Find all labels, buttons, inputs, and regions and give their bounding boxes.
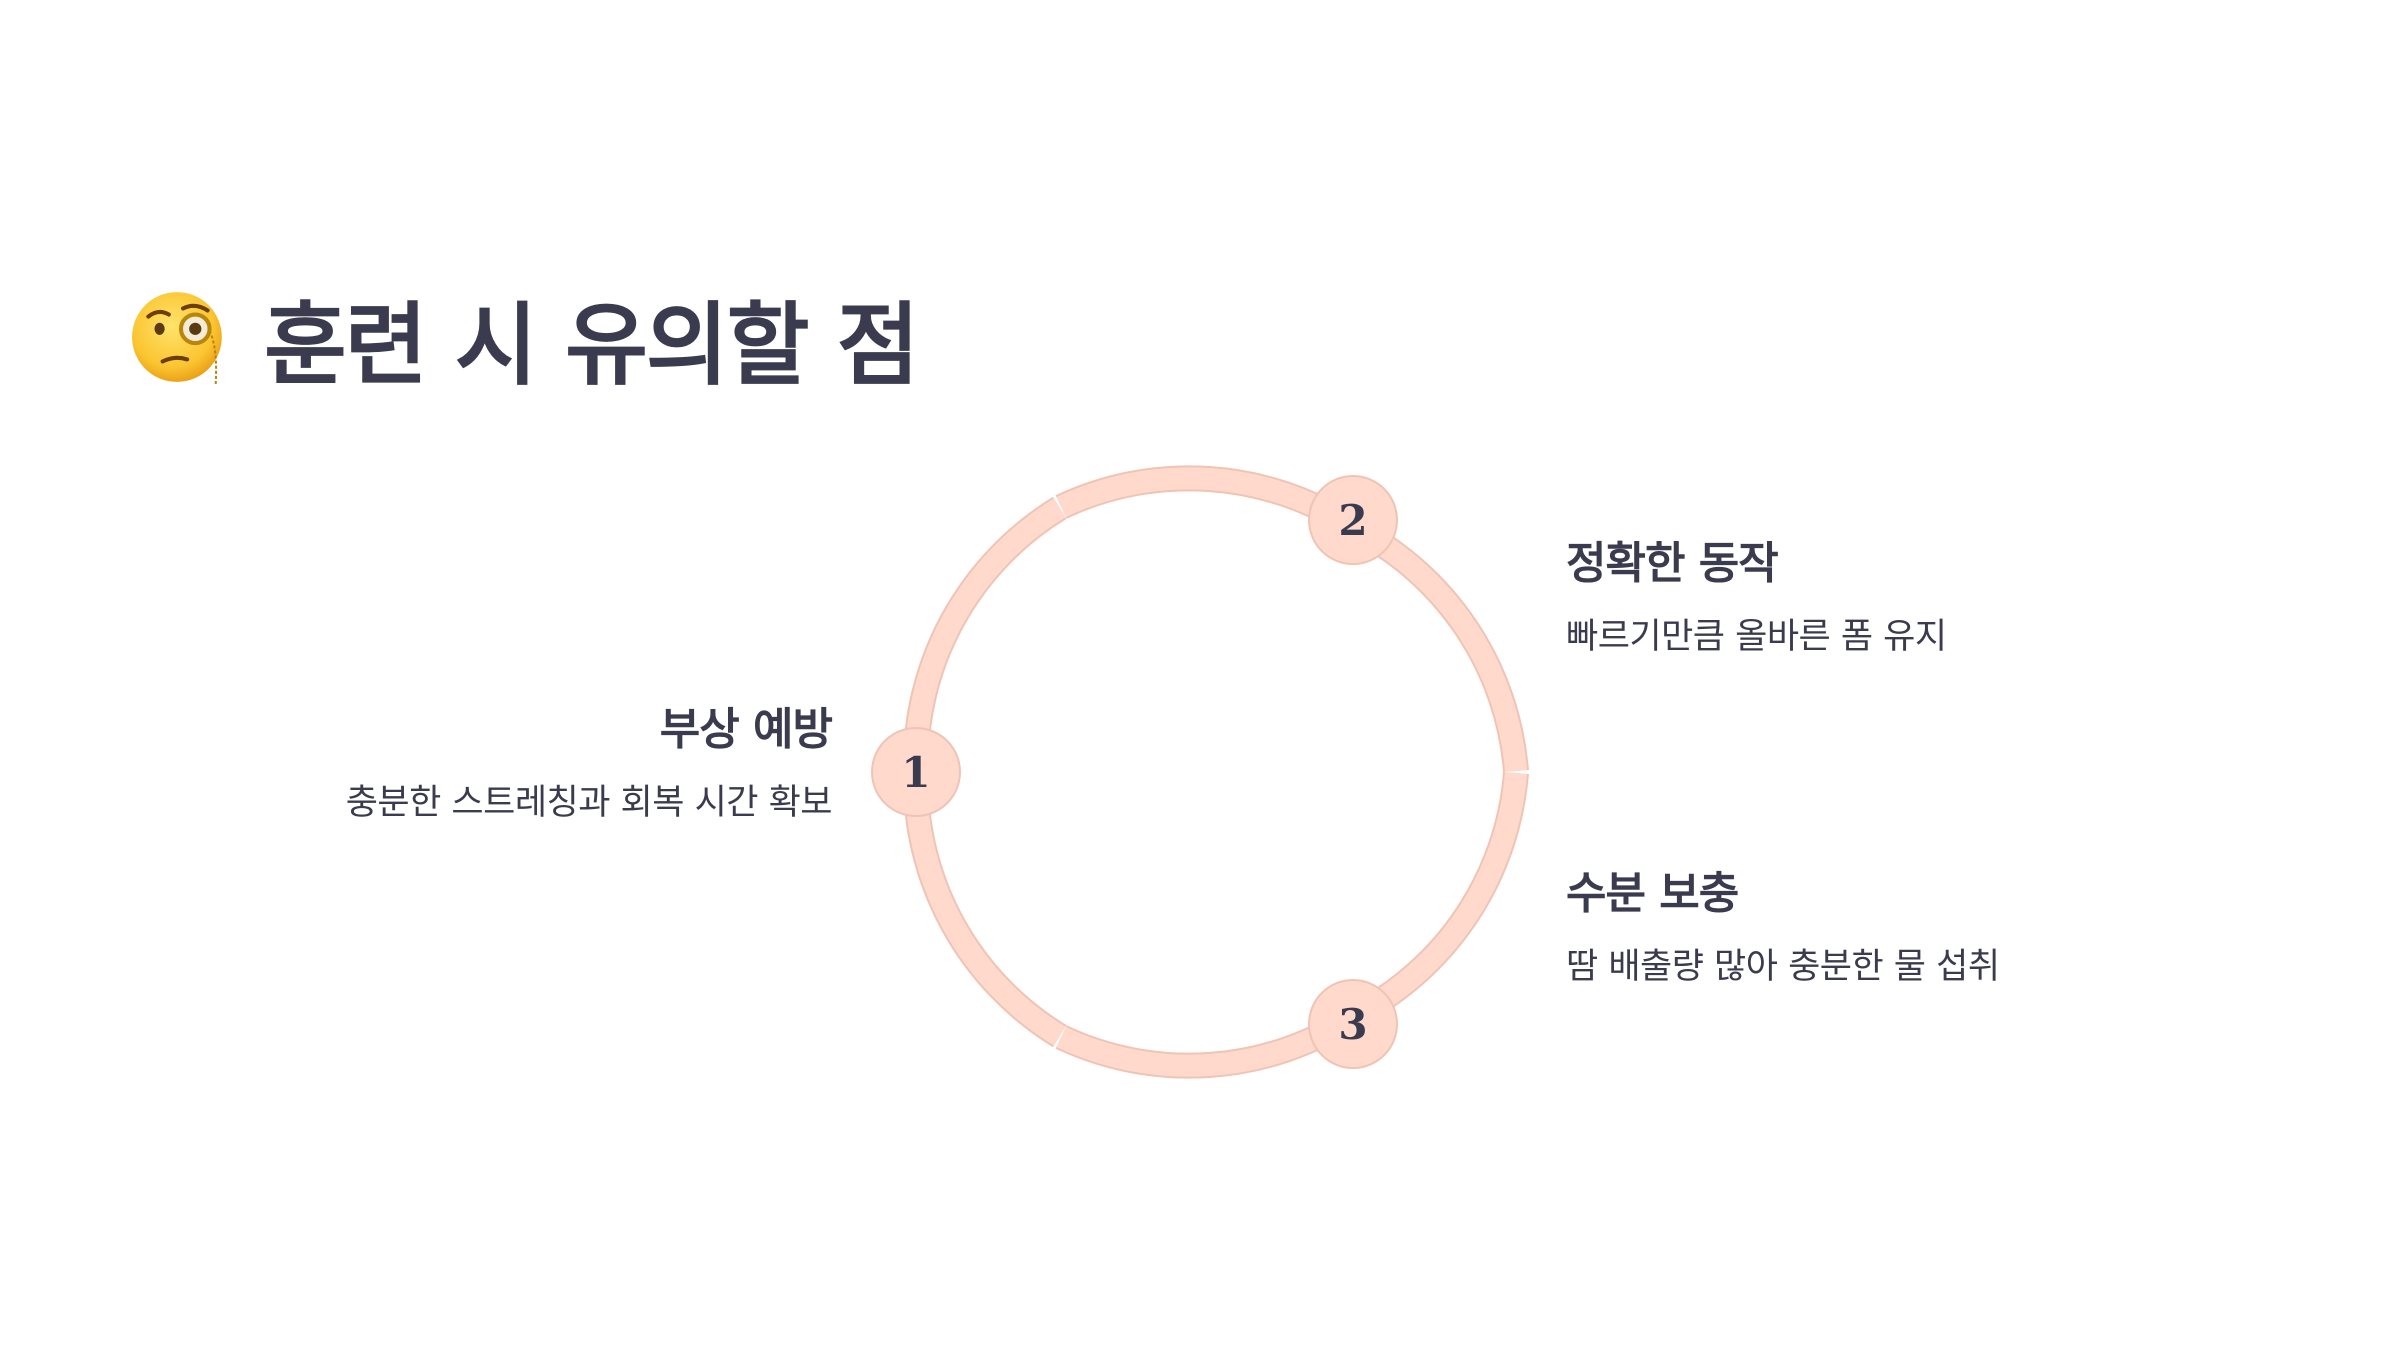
step-number-2: 2 [1338,496,1367,545]
page-title: 훈련 시 유의할 점 [264,293,920,398]
step-badge-1: 1 [871,727,961,817]
step-3-description: 땀 배출량 많아 충분한 물 섭취 [1566,947,2000,987]
step-1-block: 부상 예방 충분한 스트레칭과 회복 시간 확보 [345,700,833,828]
step-1-title: 부상 예방 [659,704,833,755]
step-number-3: 3 [1338,1000,1367,1049]
step-2-title: 정확한 동작 [1566,538,1779,589]
step-badge-2: 2 [1308,475,1398,565]
step-1-description: 충분한 스트레칭과 회복 시간 확보 [345,783,833,823]
step-2-block: 정확한 동작 빠르기만큼 올바른 폼 유지 [1566,534,1947,662]
step-badge-3: 3 [1308,979,1398,1069]
face-with-monocle-icon [132,292,222,384]
step-3-title: 수분 보충 [1566,868,1739,919]
step-3-block: 수분 보충 땀 배출량 많아 충분한 물 섭취 [1566,864,2000,992]
step-number-1: 1 [901,748,930,797]
slide-title: 훈련 시 유의할 점 [130,282,920,398]
cycle-ring [902,465,1529,1079]
step-2-description: 빠르기만큼 올바른 폼 유지 [1566,617,1947,657]
